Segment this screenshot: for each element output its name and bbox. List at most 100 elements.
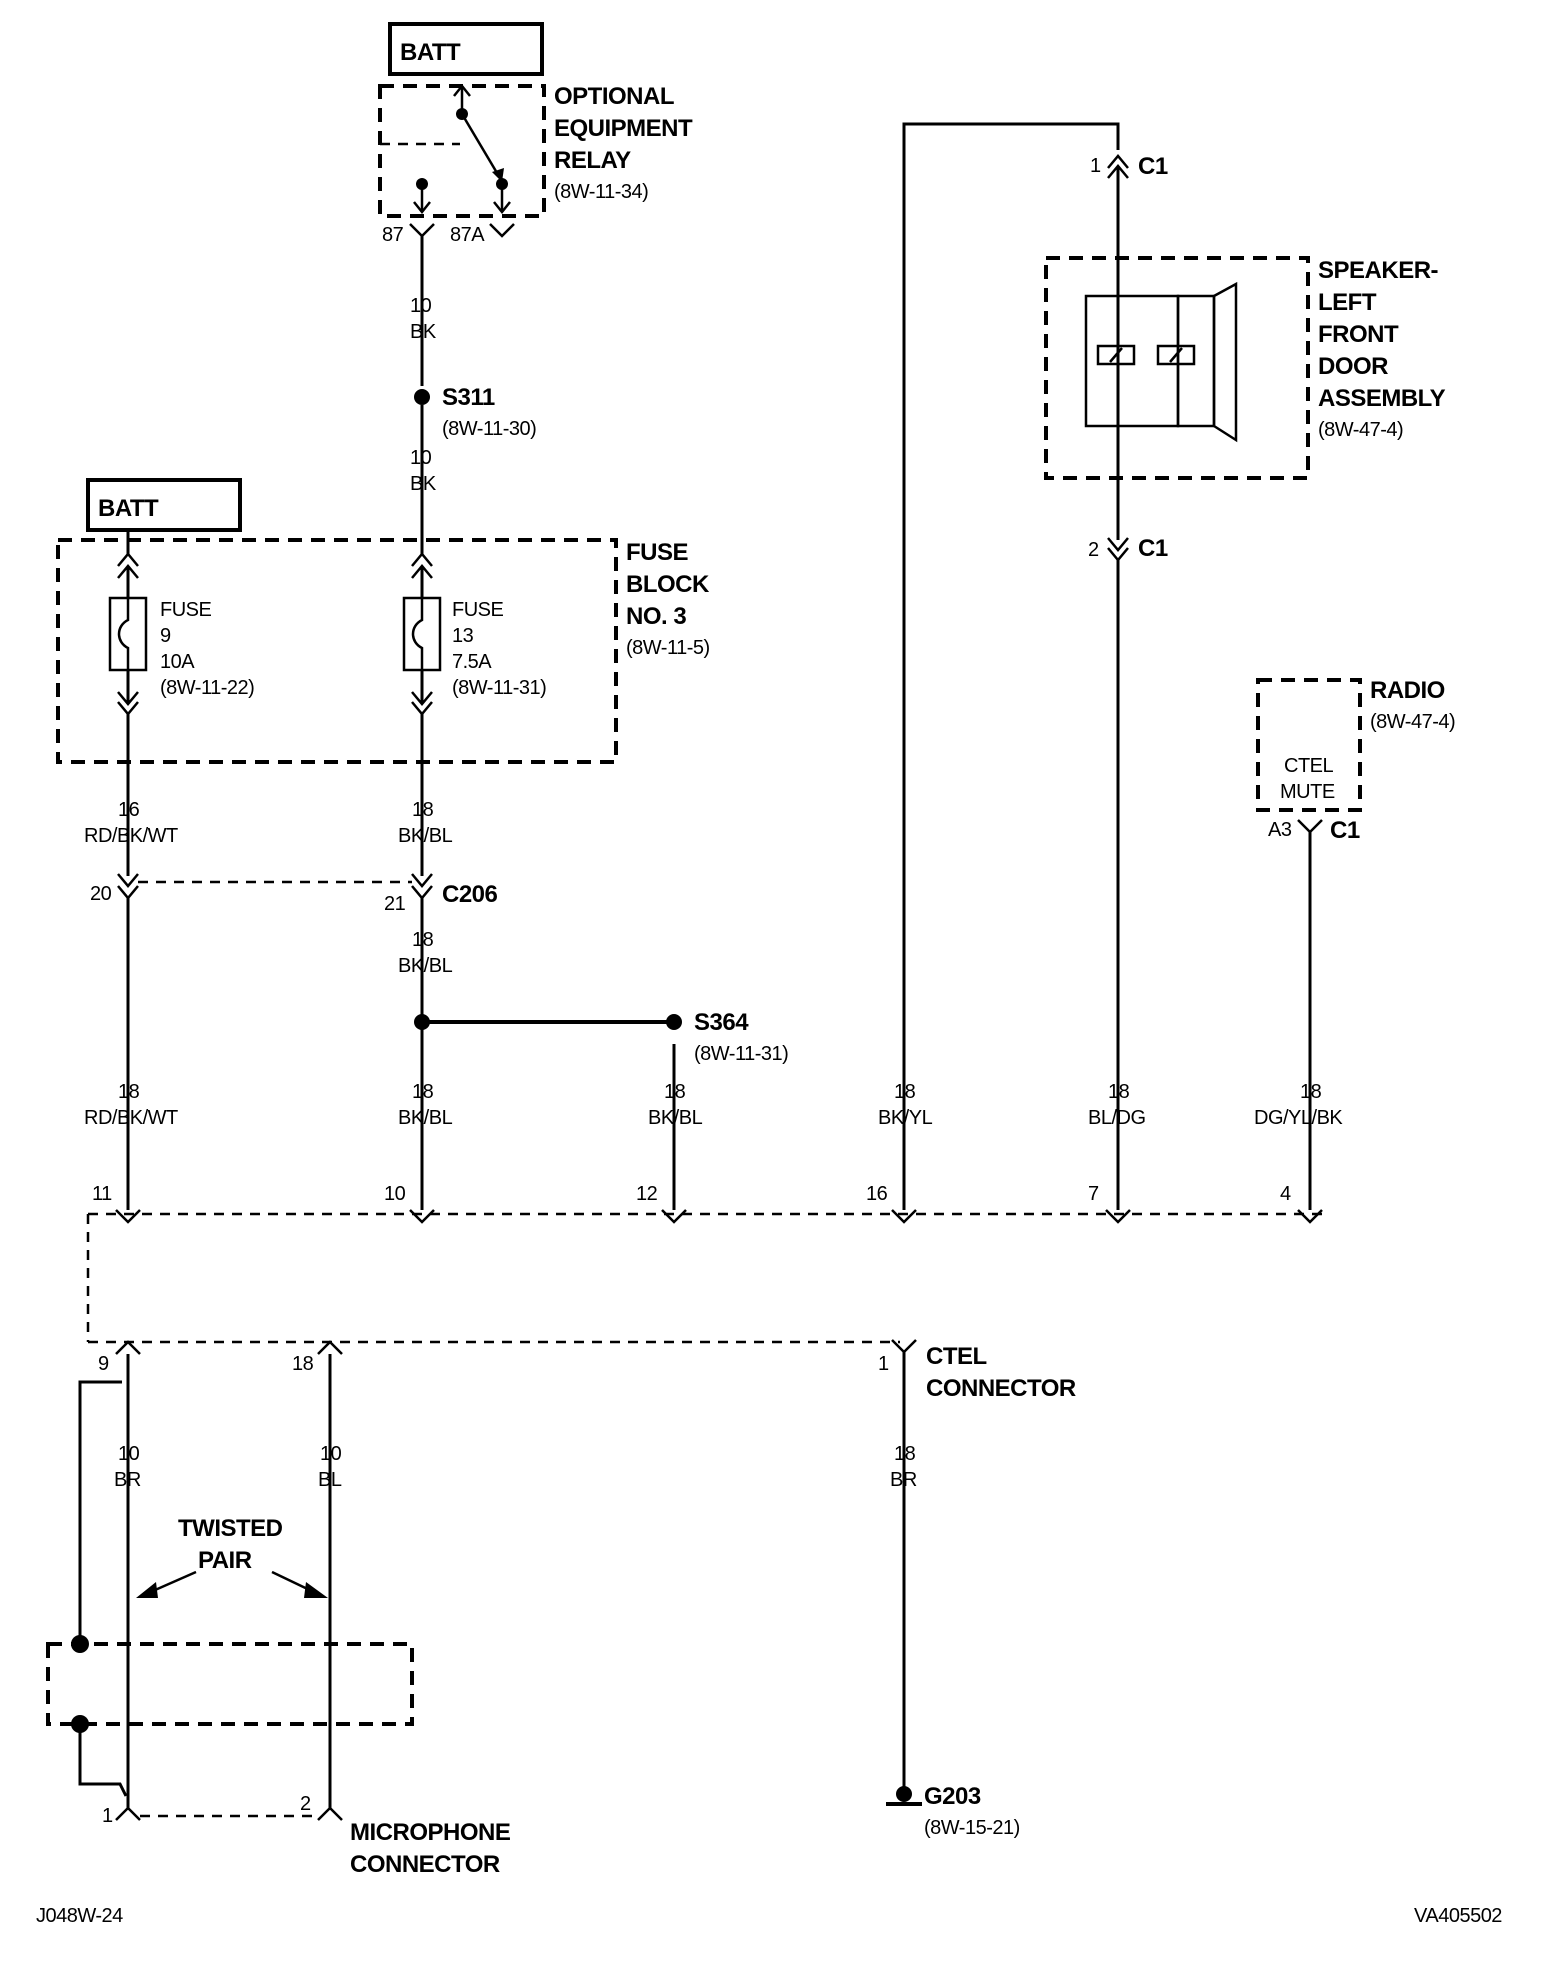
radio-name: RADIO [1370,677,1445,704]
module-pin-4: 4 [1280,1183,1291,1205]
ctel-connector-label-2: CONNECTOR [926,1375,1076,1402]
wire-s311-color: BK [410,473,437,495]
wire-16-gauge: 18 [894,1081,916,1103]
relay-label-1: OPTIONAL [554,83,674,110]
fuse13-rating: 7.5A [452,651,492,673]
ctel-module: 11 10 12 16 7 4 9 18 [86,1183,1323,1375]
wire-gnd-color: BR [890,1469,917,1491]
speaker-label-3: FRONT [1318,321,1399,348]
wire-10-color: BK/BL [398,1107,453,1129]
module-pin-7: 7 [1088,1183,1099,1205]
mic-pin-2: 2 [300,1793,311,1815]
speaker-left-front-door: SPEAKER- LEFT FRONT DOOR ASSEMBLY (8W-47… [1044,256,1446,480]
footer-right-code: VA405502 [1414,1905,1502,1927]
speaker-label-5: ASSEMBLY [1318,385,1446,412]
wire-bl-color: BL [318,1469,342,1491]
wire-11-gauge: 18 [118,1081,140,1103]
radio-pin-a3: A3 [1268,819,1292,841]
module-pin-12: 12 [636,1183,658,1205]
relay-ref: (8W-11-34) [554,181,648,203]
wire-c206-color: BK/BL [398,955,453,977]
wire-7-color: BL/DG [1088,1107,1146,1129]
ground-g203: G203 (8W-15-21) [886,1783,1020,1839]
g203-name: G203 [924,1783,981,1810]
wire-12-color: BK/BL [648,1107,703,1129]
module-pin-16: 16 [866,1183,888,1205]
wire-s311-gauge: 10 [410,447,432,469]
fuse9-label: FUSE [160,599,212,621]
twisted-pair-label-2: PAIR [198,1547,252,1574]
wire-4-gauge: 18 [1300,1081,1322,1103]
fuse9-number: 9 [160,625,171,647]
fuse-block-label-3: NO. 3 [626,603,686,630]
batt-top-label: BATT [400,39,461,66]
speaker-label-2: LEFT [1318,289,1377,316]
fuse13-label: FUSE [452,599,504,621]
wire-10-gauge: 18 [412,1081,434,1103]
s311-ref: (8W-11-30) [442,418,536,440]
module-pin-10: 10 [384,1183,406,1205]
batt-top-box: BATT [388,22,544,76]
wire-f13-gauge: 18 [412,799,434,821]
wire-4-color: DG/YL/BK [1254,1107,1343,1129]
radio: CTEL MUTE RADIO (8W-47-4) [1256,677,1456,812]
fuse-block-label-2: BLOCK [626,571,710,598]
wire-bl-gauge: 10 [320,1443,342,1465]
wire-f13-color: BK/BL [398,825,453,847]
c206-pin-21: 21 [384,893,406,915]
speaker-ref: (8W-47-4) [1318,419,1403,441]
s311-name: S311 [442,384,495,411]
speaker-pin-2: 2 [1088,539,1099,561]
s364-ref: (8W-11-31) [694,1043,788,1065]
optional-equipment-relay: 87 87A OPTIONAL EQUIPMENT RELAY (8W-11-3… [378,83,694,246]
mic-label-1: MICROPHONE [350,1819,511,1846]
shield-box [46,1642,414,1726]
c206-pin-20: 20 [90,883,112,905]
footer-left-code: J048W-24 [36,1905,123,1927]
splice-s311-dot [414,389,430,405]
mic-pin-1: 1 [102,1805,113,1827]
batt-left-label: BATT [98,495,159,522]
wire-gnd-gauge: 18 [894,1443,916,1465]
speaker-label-1: SPEAKER- [1318,257,1439,284]
wire-f9-gauge: 16 [118,799,140,821]
wire-11-color: RD/BK/WT [84,1107,178,1129]
relay-label-2: EQUIPMENT [554,115,693,142]
fuse-block-ref: (8W-11-5) [626,637,710,659]
radio-ctel: CTEL [1284,755,1334,777]
ctel-connector-label-1: CTEL [926,1343,987,1370]
wire-16-color: BK/YL [878,1107,933,1129]
radio-ref: (8W-47-4) [1370,711,1455,733]
speaker-c1-top: C1 [1138,153,1168,180]
batt-left-box: BATT [86,478,242,532]
wire-br-color: BR [114,1469,141,1491]
splice-s364-dot [666,1014,682,1030]
connector-c206: 20 21 C206 [90,873,498,915]
wire-br-gauge: 10 [118,1443,140,1465]
fuse13-ref: (8W-11-31) [452,677,546,699]
wire-12-gauge: 18 [664,1081,686,1103]
c206-name: C206 [442,881,498,908]
speaker-label-4: DOOR [1318,353,1388,380]
module-pin-9: 9 [98,1353,109,1375]
speaker-pin-1: 1 [1090,155,1101,177]
fuse9-rating: 10A [160,651,195,673]
wire-relay-color: BK [410,321,437,343]
fuse-block-no-3: FUSE 9 10A (8W-11-22) FUSE 13 7.5A (8W-1… [56,538,710,764]
relay-pin-87: 87 [382,224,404,246]
shield-drain-wire [78,1380,122,1644]
twisted-pair-label-1: TWISTED [178,1515,283,1542]
fuse-block-label-1: FUSE [626,539,689,566]
fuse13-number: 13 [452,625,474,647]
wire-f9-color: RD/BK/WT [84,825,178,847]
microphone-connector: 1 2 MICROPHONE CONNECTOR [102,1793,511,1878]
wire-c206-gauge: 18 [412,929,434,951]
relay-pin-87a: 87A [450,224,485,246]
radio-c1: C1 [1330,817,1360,844]
s364-name: S364 [694,1009,749,1036]
radio-mute: MUTE [1280,781,1335,803]
speaker-c1-bottom: C1 [1138,535,1168,562]
g203-ref: (8W-15-21) [924,1817,1020,1839]
wire-bk-yl-loop [902,122,1120,1210]
